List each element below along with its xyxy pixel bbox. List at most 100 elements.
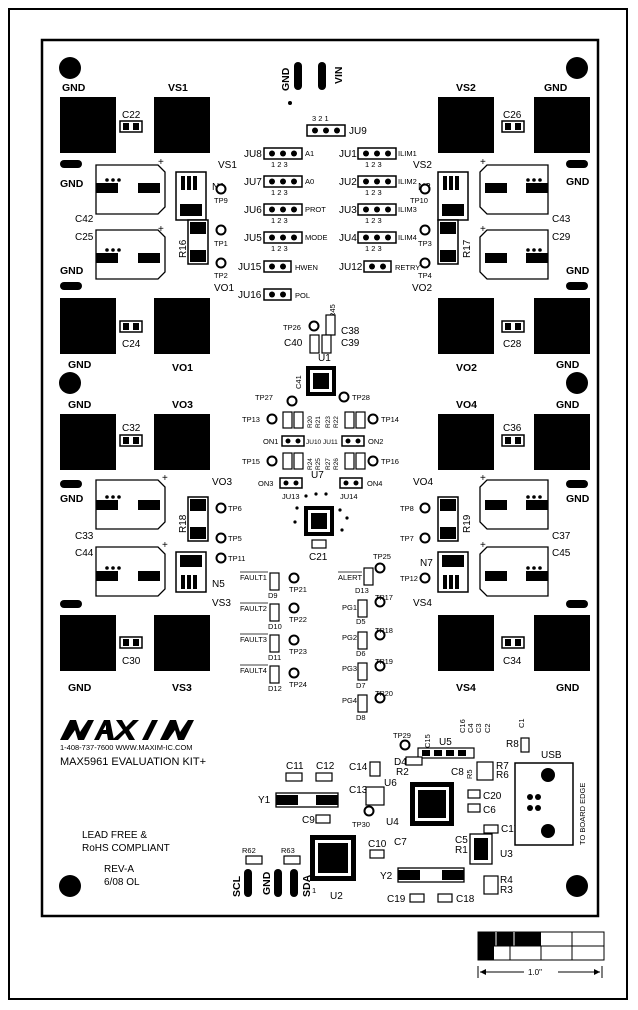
c29-label: C29 — [552, 232, 571, 243]
c34-label: C34 — [503, 656, 522, 667]
fault2-label: FAULT2 — [240, 604, 267, 613]
on4-label: ON4 — [367, 479, 382, 488]
ju6-pins: 1 2 3 — [271, 216, 288, 225]
plus-mark: + — [158, 157, 164, 168]
vo3-pad — [154, 414, 210, 470]
r45-label: R45 — [328, 304, 337, 318]
vo1-label: VO1 — [172, 362, 193, 374]
tp23-pad — [288, 634, 300, 646]
ju8-func: A1 — [305, 149, 314, 158]
gnd-slot — [60, 282, 82, 290]
tp29-pad — [399, 739, 411, 751]
c28-label: C28 — [503, 339, 522, 350]
tp26-pad — [308, 320, 320, 332]
c34-footprint — [501, 636, 525, 649]
c25-outline — [95, 229, 166, 280]
r26-label: R26 — [333, 458, 340, 470]
d5-label: D5 — [356, 617, 366, 626]
tp10-label: TP10 — [410, 196, 428, 205]
lead-free-label: LEAD FREE & — [82, 830, 147, 841]
c7-label: C7 — [394, 837, 407, 848]
plus-mark: + — [480, 157, 486, 168]
r22-label: R22 — [333, 416, 340, 428]
tp28-pad — [338, 391, 350, 403]
u6-label: U6 — [384, 778, 397, 789]
ju5-label: JU5 — [244, 233, 262, 244]
c14-label: C14 — [349, 762, 368, 773]
u1-label: U1 — [318, 353, 331, 364]
tp20-label: TP20 — [375, 689, 393, 698]
mounting-hole — [566, 875, 588, 897]
r19-label: R19 — [462, 514, 473, 533]
tp4-label: TP4 — [418, 271, 432, 280]
c24-footprint — [119, 320, 143, 333]
tp22-pad — [288, 602, 300, 614]
ju6-func: PROT — [305, 205, 326, 214]
mounting-hole — [59, 875, 81, 897]
r7-label: R7 — [496, 761, 509, 772]
vs1-label: VS1 — [168, 82, 188, 94]
vs4-node-label: VS4 — [413, 598, 432, 609]
ju16-label: JU16 — [238, 290, 262, 301]
c44-label: C44 — [75, 548, 94, 559]
d13-label: D13 — [355, 586, 369, 595]
tp9-pad — [215, 183, 227, 195]
d12-label: D12 — [268, 684, 282, 693]
tp18-label: TP18 — [375, 626, 393, 635]
tp16-label: TP16 — [381, 457, 399, 466]
r16-label: R16 — [178, 239, 189, 258]
sda-slot — [290, 869, 298, 897]
tp19-pad — [374, 660, 386, 672]
c10-label: C10 — [368, 839, 387, 850]
fault4-label: FAULT4 — [240, 666, 267, 675]
mounting-hole — [59, 57, 81, 79]
c29-outline — [479, 229, 549, 280]
vo1-pad — [154, 298, 210, 354]
plus-mark: + — [480, 540, 486, 551]
page-frame — [8, 8, 628, 1000]
tp27-label: TP27 — [255, 393, 273, 402]
tp21-label: TP21 — [289, 585, 307, 594]
ju2-label: JU2 — [339, 177, 357, 188]
pg1-label: PG1 — [342, 603, 357, 612]
u5-label: U5 — [439, 737, 452, 748]
d8-label: D8 — [356, 713, 366, 722]
usb-label: USB — [541, 750, 562, 761]
ju14-header — [339, 477, 363, 489]
scl-slot — [244, 869, 252, 897]
c32-footprint — [119, 434, 143, 447]
u3-label: U3 — [500, 849, 513, 860]
tp24-pad — [288, 667, 300, 679]
gnd-label: GND — [60, 493, 84, 505]
scale-bar: 1.0" — [477, 931, 605, 978]
ju7-pins: 1 2 3 — [271, 188, 288, 197]
tp5-pad — [215, 532, 227, 544]
tp1-label: TP1 — [214, 239, 228, 248]
r18-label: R18 — [178, 514, 189, 533]
c13-label: C13 — [349, 785, 368, 796]
on2-label: ON2 — [368, 437, 383, 446]
ju13-header — [279, 477, 303, 489]
tp26-label: TP26 — [283, 323, 301, 332]
r2-label: R2 — [396, 767, 409, 778]
tp17-pad — [374, 596, 386, 608]
vs1-node-label: VS1 — [218, 160, 237, 171]
ju11-header — [341, 435, 365, 447]
d9-label: D9 — [268, 591, 278, 600]
gnd-slot — [566, 480, 588, 488]
gnd-slot — [60, 600, 82, 608]
tp24-label: TP24 — [289, 680, 307, 689]
kit-title: MAX5961 EVALUATION KIT+ — [60, 756, 206, 768]
gnd-label: GND — [261, 871, 273, 895]
c42-outline — [95, 164, 166, 215]
c39-label: C39 — [341, 338, 360, 349]
vin-slot — [318, 62, 326, 90]
c5-label: C5 — [455, 835, 468, 846]
r62-label: R62 — [242, 846, 256, 855]
ju4-pins: 1 2 3 — [365, 244, 382, 253]
gnd-label: GND — [62, 82, 86, 94]
gnd-pad — [534, 298, 590, 354]
ju3-pins: 1 2 3 — [365, 216, 382, 225]
c38-label: C38 — [341, 326, 360, 337]
maxim-logo — [60, 720, 194, 740]
